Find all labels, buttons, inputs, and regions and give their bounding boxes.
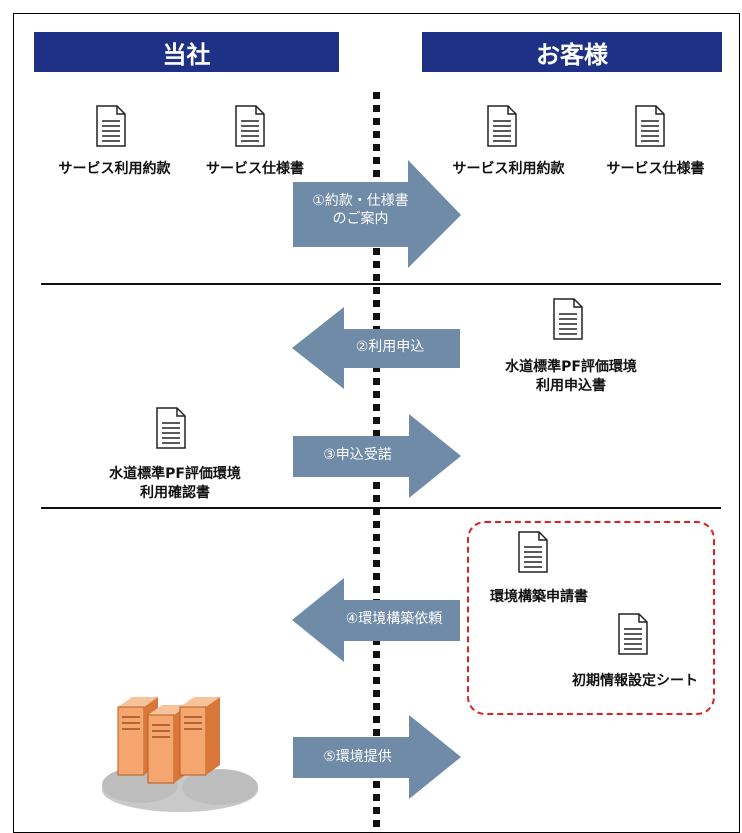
- cust-spec-label: サービス仕様書: [606, 161, 705, 177]
- document-icon: [635, 105, 665, 147]
- application-line2: 利用申込書: [536, 378, 606, 394]
- server-cluster-icon: [102, 697, 258, 812]
- document-icon: [518, 531, 548, 573]
- arrow-left-step4: [292, 578, 460, 662]
- confirmation-line2: 利用確認書: [140, 485, 210, 501]
- arrow-right-step5: [293, 715, 461, 799]
- document-icon: [553, 298, 583, 340]
- arrow-right-step1: [293, 160, 461, 268]
- confirmation-doc-label: 水道標準PF評価環境 利用確認書: [100, 465, 250, 503]
- initial-sheet-label: 初期情報設定シート: [572, 673, 698, 689]
- our-terms-label: サービス利用約款: [58, 161, 171, 177]
- step2-label: ②利用申込: [355, 339, 425, 355]
- header-our-company: 当社: [34, 32, 339, 72]
- customer-documents-group: [467, 521, 715, 715]
- application-doc-label: 水道標準PF評価環境 利用申込書: [496, 358, 646, 396]
- section-divider-1: [41, 283, 721, 285]
- env-request-label: 環境構築申請書: [490, 589, 588, 605]
- document-icon: [487, 105, 517, 147]
- step4-label: ④環境構築依頼: [345, 611, 443, 627]
- step3-label: ③申込受諾: [323, 447, 392, 463]
- step1-label: ①約款・仕様書 のご案内: [293, 192, 428, 228]
- step1-line2: のご案内: [332, 211, 389, 227]
- step5-label: ⑤環境提供: [323, 749, 392, 765]
- our-spec-label: サービス仕様書: [206, 161, 304, 177]
- document-icon: [96, 105, 126, 147]
- document-icon: [235, 105, 265, 147]
- arrow-right-step3: [293, 414, 461, 498]
- document-icon: [156, 407, 186, 449]
- application-line1: 水道標準PF評価環境: [505, 359, 637, 375]
- header-customer: お客様: [422, 32, 722, 72]
- document-icon: [618, 613, 648, 655]
- section-divider-2: [41, 507, 721, 509]
- arrow-left-step2: [292, 307, 460, 389]
- step1-line1: ①約款・仕様書: [312, 193, 409, 209]
- confirmation-line1: 水道標準PF評価環境: [109, 466, 241, 482]
- cust-terms-label: サービス利用約款: [452, 161, 565, 177]
